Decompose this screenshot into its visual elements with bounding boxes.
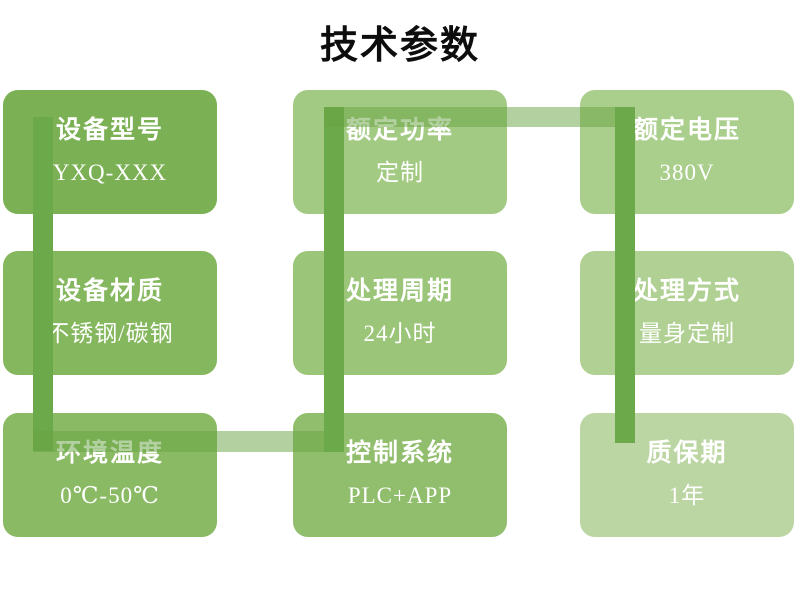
param-label: 设备材质	[55, 278, 164, 305]
connector-segment-bottom-horizontal	[33, 431, 344, 452]
param-value: 24小时	[363, 321, 437, 346]
param-label: 控制系统	[345, 440, 454, 467]
param-label: 处理方式	[632, 278, 741, 305]
param-label: 额定电压	[632, 117, 741, 144]
param-value: 1年	[668, 483, 706, 508]
param-label: 处理周期	[345, 278, 454, 305]
connector-segment-top-horizontal	[324, 107, 635, 127]
connector-segment-right-vertical	[615, 107, 635, 443]
param-value: YXQ-XXX	[52, 160, 168, 185]
param-box-warranty-period: 质保期 1年	[580, 413, 794, 537]
param-label: 质保期	[646, 440, 728, 467]
param-value: 380V	[659, 160, 715, 185]
connector-segment-left-vertical	[33, 117, 53, 451]
param-value: 0℃-50℃	[60, 483, 160, 508]
param-label: 设备型号	[55, 117, 164, 144]
connector-segment-middle-vertical	[324, 107, 344, 452]
param-value: 量身定制	[639, 321, 735, 346]
param-value: 不锈钢/碳钢	[46, 321, 174, 346]
param-value: 定制	[376, 160, 424, 185]
param-box-processing-method: 处理方式 量身定制	[580, 251, 794, 375]
param-value: PLC+APP	[347, 483, 453, 508]
page-title: 技术参数	[319, 25, 480, 67]
